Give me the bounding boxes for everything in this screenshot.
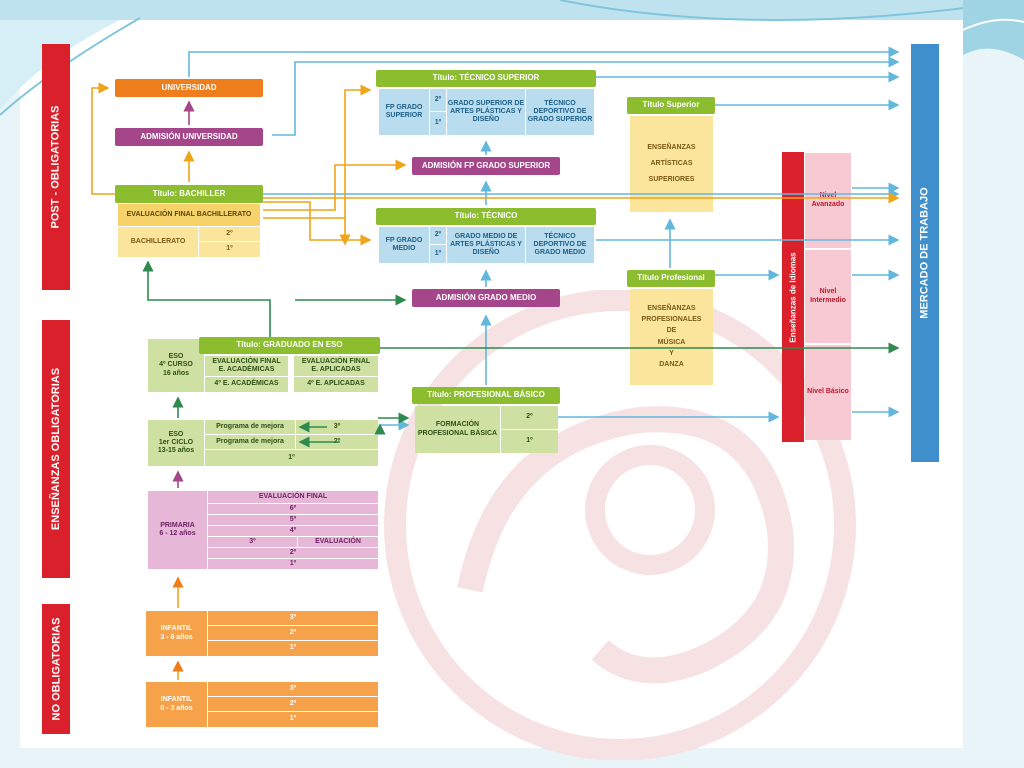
primaria-evaluacion-final: EVALUACIÓN FINAL: [208, 491, 378, 503]
artes-grado-superior: GRADO SUPERIOR DE ARTES PLÁSTICAS Y DISE…: [447, 89, 525, 135]
eval-acad-line-1: EVALUACIÓN FINAL: [212, 357, 281, 365]
evaluacion-final-bachillerato: EVALUACIÓN FINAL BACHILLERATO: [118, 204, 260, 226]
primaria-year-3: 3º: [208, 537, 297, 547]
eso4-line-2: 4º CURSO: [159, 361, 193, 369]
post-obligatorias-label: POST - OBLIGATORIAS: [50, 105, 63, 229]
admision-grado-medio-box: ADMISIÓN GRADO MEDIO: [412, 289, 560, 307]
ensenanzas-obligatorias-label: ENSEÑANZAS OBLIGATORIAS: [50, 367, 63, 531]
eval-acad-line-2: E. ACADÉMICAS: [218, 366, 275, 373]
admision-universidad-box: ADMISIÓN UNIVERSIDAD: [115, 128, 263, 146]
titulo-tecnico-superior-header: Título: TÉCNICO SUPERIOR: [376, 70, 596, 87]
eso4-line-3: 16 años: [162, 369, 190, 377]
no-obligatorias-bar: NO OBLIGATORIAS: [42, 604, 70, 734]
infantil-0-3-label: INFANTIL 0 - 3 años: [146, 682, 207, 727]
admision-fp-superior-box: ADMISIÓN FP GRADO SUPERIOR: [412, 157, 560, 175]
fpb-year-1: 1º: [501, 430, 558, 453]
primaria-year-6: 6º: [208, 504, 378, 514]
eso1-year-2: 2º: [296, 435, 378, 449]
primaria-year-4: 4º: [208, 526, 378, 536]
ensenanzas-artisticas-superiores: ENSEÑANZAS ARTÍSTICAS SUPERIORES: [630, 116, 713, 212]
musica-line-6: DANZA: [659, 360, 684, 368]
infantil36-year-3: 3º: [208, 611, 378, 625]
ensenanzas-musica-danza: ENSEÑANZAS PROFESIONALES DE MÚSICA Y DAN…: [630, 289, 713, 385]
artisticas-line-1: ENSEÑANZAS: [647, 143, 696, 151]
no-obligatorias-label: NO OBLIGATORIAS: [50, 617, 62, 721]
musica-line-2: PROFESIONALES: [641, 316, 702, 324]
eso1-line-3: 13-15 años: [157, 447, 195, 455]
eso1-line-1: ESO: [168, 430, 184, 438]
eso-4-curso: ESO 4º CURSO 16 años: [148, 339, 204, 392]
fp-grado-medio: FP GRADO MEDIO: [379, 227, 429, 263]
primaria-line-1: PRIMARIA: [160, 521, 195, 529]
eval-apl-line-2: E. APLICADAS: [311, 366, 361, 373]
infantil36-line-2: 3 - 6 años: [160, 633, 193, 641]
primaria-line-2: 6 - 12 años: [159, 530, 196, 537]
musica-line-4: MÚSICA: [657, 338, 686, 346]
nivel-basico: Nivel Básico: [805, 345, 851, 440]
infantil36-year-2: 2º: [208, 626, 378, 640]
ensenanzas-obligatorias-bar: ENSEÑANZAS OBLIGATORIAS: [42, 320, 70, 578]
bachillerato-label: BACHILLERATO: [118, 227, 198, 257]
deportivo-grado-medio: TÉCNICO DEPORTIVO DE GRADO MEDIO: [526, 227, 594, 263]
mercado-trabajo-bar: MERCADO DE TRABAJO: [911, 44, 939, 462]
nivel-intermedio: Nivel Intermedio: [805, 250, 851, 343]
primaria-year-5: 5º: [208, 515, 378, 525]
eval-apl-line-1: EVALUACIÓN FINAL: [301, 357, 371, 365]
eval-final-aplicadas: EVALUACIÓN FINAL E. APLICADAS: [294, 356, 378, 376]
infantil36-line-1: INFANTIL: [160, 625, 193, 633]
programa-mejora-2: Programa de mejora: [205, 435, 295, 449]
primaria-evaluacion: EVALUACIÓN: [298, 537, 378, 547]
formacion-profesional-basica: FORMACIÓN PROFESIONAL BÁSICA: [415, 406, 500, 453]
eso1-year-1: 1º: [205, 450, 378, 466]
bachillerato-year-2: 2º: [199, 227, 260, 241]
fp-medio-year-2: 2º: [430, 227, 446, 244]
eso4-line-1: ESO: [168, 353, 184, 361]
artisticas-line-2: ARTÍSTICAS: [650, 159, 693, 167]
top-band: [0, 0, 1024, 20]
infantil03-year-2: 2º: [208, 697, 378, 711]
infantil03-year-1: 1º: [208, 712, 378, 727]
eval-final-academicas: EVALUACIÓN FINAL E. ACADÉMICAS: [205, 356, 288, 376]
titulo-profesional-header: Título Profesional: [627, 270, 715, 287]
infantil03-year-3: 3º: [208, 682, 378, 696]
mercado-trabajo-label: MERCADO DE TRABAJO: [919, 187, 931, 319]
eso1-year-3: 3º: [296, 420, 378, 434]
programa-mejora-3: Programa de mejora: [205, 420, 295, 434]
musica-line-5: Y: [669, 349, 674, 357]
deportivo-grado-superior: TÉCNICO DEPORTIVO DE GRADO SUPERIOR: [526, 89, 594, 135]
infantil03-line-1: INFANTIL: [160, 696, 193, 704]
cuarto-academicas: 4º E. ACADÉMICAS: [205, 377, 288, 392]
fp-superior-year-1: 1º: [430, 112, 446, 135]
infantil-3-6-label: INFANTIL 3 - 6 años: [146, 611, 207, 656]
primaria-year-2: 2º: [208, 548, 378, 558]
cuarto-aplicadas: 4º E. APLICADAS: [294, 377, 378, 392]
bachillerato-year-1: 1º: [199, 242, 260, 257]
idiomas-bar: Enseñanzas de Idiomas: [782, 152, 804, 442]
universidad-box: UNIVERSIDAD: [115, 79, 263, 97]
fpb-year-2: 2º: [501, 406, 558, 429]
titulo-bachiller-header: Título: BACHILLER: [115, 185, 263, 203]
artisticas-line-3: SUPERIORES: [648, 176, 695, 184]
artes-grado-medio: GRADO MEDIO DE ARTES PLÁSTICAS Y DISEÑO: [447, 227, 525, 263]
titulo-tecnico-header: Título: TÉCNICO: [376, 208, 596, 225]
titulo-superior-header: Título Superior: [627, 97, 715, 114]
eso1-line-2: 1er CICLO: [158, 438, 194, 446]
infantil36-year-1: 1º: [208, 641, 378, 656]
musica-line-1: ENSEÑANZAS: [647, 305, 696, 313]
profesional-basico-header: Título: PROFESIONAL BÁSICO: [412, 387, 560, 404]
idiomas-label: Enseñanzas de Idiomas: [788, 251, 798, 343]
primaria-label: PRIMARIA 6 - 12 años: [148, 491, 207, 569]
musica-line-3: DE: [666, 327, 677, 335]
infantil03-line-2: 0 - 3 años: [160, 704, 193, 712]
primaria-year-1: 1º: [208, 559, 378, 569]
graduado-eso-header: Título: GRADUADO EN ESO: [199, 337, 380, 354]
post-obligatorias-bar: POST - OBLIGATORIAS: [42, 44, 70, 290]
nivel-avanzado: Nivel Avanzado: [805, 153, 851, 248]
eso-1er-ciclo: ESO 1er CICLO 13-15 años: [148, 420, 204, 466]
fp-superior-year-2: 2º: [430, 89, 446, 111]
fp-medio-year-1: 1º: [430, 245, 446, 263]
fp-grado-superior: FP GRADO SUPERIOR: [379, 89, 429, 135]
